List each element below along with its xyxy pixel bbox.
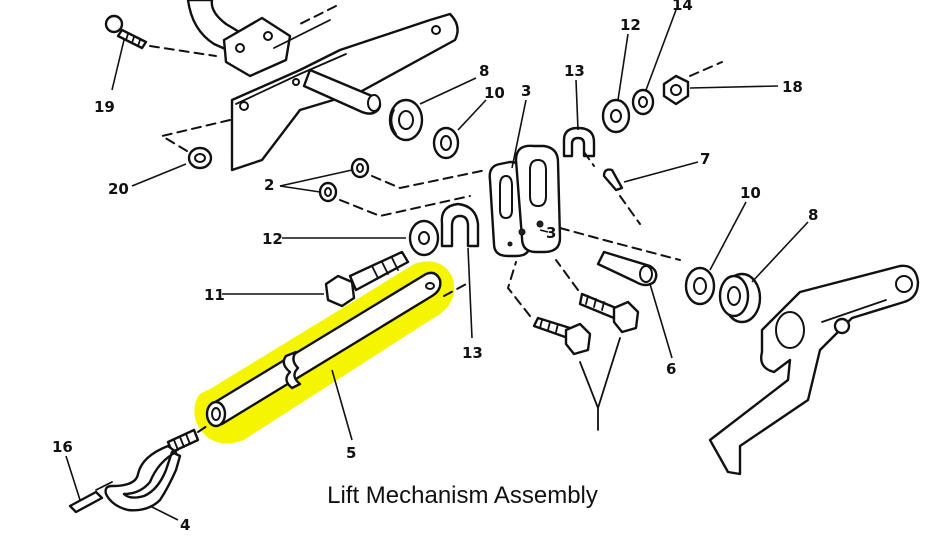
cotter-pin-7 xyxy=(602,168,641,225)
callout-7: 7 xyxy=(700,150,710,168)
lift-arm xyxy=(708,264,920,476)
callout-16: 16 xyxy=(52,438,73,456)
frame-bracket xyxy=(186,0,459,172)
callout-14: 14 xyxy=(672,0,693,14)
callout-3-top: 3 xyxy=(521,82,531,100)
washer-10-top xyxy=(432,126,460,160)
washer-12-top xyxy=(601,98,631,134)
callout-6: 6 xyxy=(666,360,676,378)
clip-13-left xyxy=(440,202,480,248)
diagram-caption: Lift Mechanism Assembly xyxy=(327,482,598,509)
pin-16 xyxy=(68,481,113,514)
bolt-11 xyxy=(324,250,410,308)
callout-5: 5 xyxy=(346,444,356,462)
pivot-bracket-3 xyxy=(488,144,562,258)
lift-rod-5 xyxy=(205,271,471,428)
spring-hook-4 xyxy=(104,423,211,512)
callout-8-right: 8 xyxy=(808,206,818,224)
clip-13-top xyxy=(562,126,596,167)
pin-6 xyxy=(559,227,681,287)
callout-8-top: 8 xyxy=(479,62,489,80)
callout-13-bottom: 13 xyxy=(462,344,483,362)
washer-10-right xyxy=(684,266,716,306)
callout-18: 18 xyxy=(782,78,803,96)
callout-12-top: 12 xyxy=(620,16,641,34)
callout-11: 11 xyxy=(204,286,225,304)
callout-20: 20 xyxy=(108,180,129,198)
callout-19: 19 xyxy=(94,98,115,116)
callout-3-mid: 3 xyxy=(546,224,556,242)
leader-lines xyxy=(65,9,809,521)
bolt-lower-right xyxy=(555,259,640,334)
washer-12-left xyxy=(408,219,440,257)
callout-13-top: 13 xyxy=(564,62,585,80)
bushing-8-right xyxy=(718,272,762,324)
bushing-8-top xyxy=(388,98,424,142)
callout-4: 4 xyxy=(180,516,190,534)
callout-10-right: 10 xyxy=(740,184,761,202)
callout-10-top: 10 xyxy=(484,84,505,102)
callout-12-left: 12 xyxy=(262,230,283,248)
spacers-2 xyxy=(318,157,487,218)
nut-14 xyxy=(631,88,655,116)
bolt-19 xyxy=(104,14,217,57)
callout-2: 2 xyxy=(264,176,274,194)
callout-numbers: 19 20 2 12 11 8 10 3 13 12 14 18 7 3 10 … xyxy=(52,0,818,534)
bolt-lower-left xyxy=(506,261,592,356)
nut-18 xyxy=(662,61,723,106)
bolt-leaders xyxy=(579,337,621,431)
nut-20 xyxy=(159,119,231,170)
